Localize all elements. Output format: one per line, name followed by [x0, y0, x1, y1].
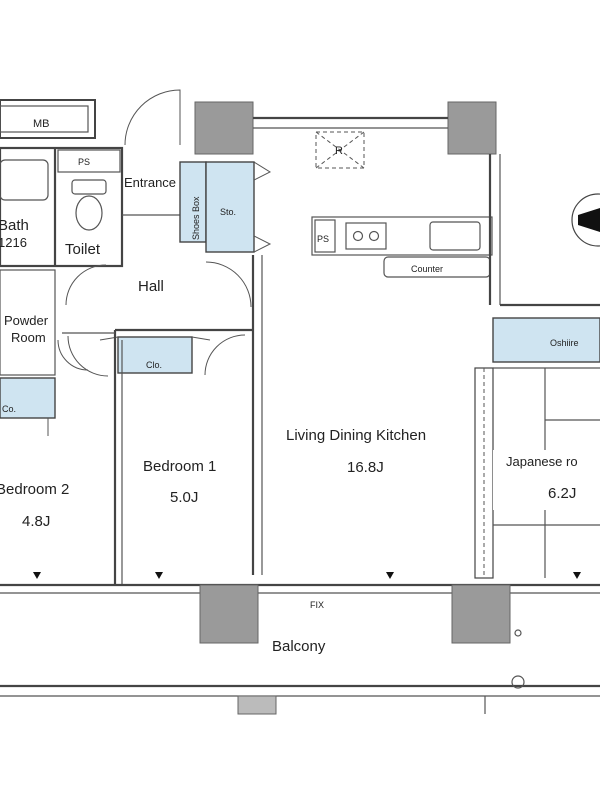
window-marker-3	[386, 572, 394, 579]
closet-bedroom1	[117, 336, 193, 374]
oshiire-label: Oshiire	[550, 338, 579, 348]
pillar-bottom-left	[199, 584, 259, 644]
drain-icon	[514, 629, 522, 637]
burner-left	[352, 230, 364, 242]
ps-kitchen-label: PS	[317, 234, 329, 244]
bath-label: Bath	[0, 217, 29, 234]
toilet-icon	[75, 195, 103, 231]
toilet-door	[65, 264, 107, 306]
storage	[205, 161, 255, 253]
entrance-label: Entrance	[124, 175, 176, 190]
bedroom2-size: 4.8J	[22, 513, 50, 530]
toilet-tank	[71, 179, 107, 195]
sink-icon	[429, 221, 481, 251]
powder-label-1: Powder	[4, 313, 49, 328]
oshiire	[492, 317, 600, 363]
entrance-door	[124, 89, 181, 146]
bedroom2-label: Bedroom 2	[0, 481, 69, 498]
ps-kitchen-box	[314, 219, 336, 253]
refrigerator-diag-2	[315, 131, 365, 169]
refrigerator-space	[315, 131, 365, 169]
hall-label: Hall	[138, 278, 164, 295]
pillar-top-left	[194, 101, 254, 155]
kitchen-counter	[311, 216, 493, 256]
closet-bedroom1-label: Clo.	[146, 360, 162, 370]
powder-label-2: Room	[11, 330, 46, 345]
storage-door-bottom	[253, 235, 272, 253]
ldk-door	[205, 261, 252, 308]
window-marker-1	[33, 572, 41, 579]
balcony-label: Balcony	[272, 638, 326, 655]
ldk-size: 16.8J	[347, 459, 384, 476]
closet-bedroom2	[0, 377, 56, 419]
japanese-room-label: Japanese ro	[506, 454, 578, 469]
japanese-room-size: 6.2J	[548, 485, 576, 502]
north-arrow-ring	[571, 193, 600, 247]
stove-icon	[345, 222, 387, 250]
bedroom1-label: Bedroom 1	[143, 458, 216, 475]
shoes-box-label: Shoes Box	[191, 196, 201, 240]
pillar-top-right	[447, 101, 497, 155]
bathtub-icon	[0, 159, 49, 201]
ldk-label: Living Dining Kitchen	[286, 427, 426, 444]
fix-label: FIX	[310, 600, 324, 610]
burner-right	[368, 230, 380, 242]
bedroom1-door	[204, 334, 246, 376]
storage-door-top	[253, 161, 272, 181]
bedroom2-door	[67, 335, 109, 377]
north-arrow-icon	[578, 208, 600, 232]
bedroom1-size: 5.0J	[170, 489, 198, 506]
ps-top-label: PS	[78, 157, 90, 167]
bath-size: 1216	[0, 235, 27, 250]
balcony-drain-icon	[511, 675, 525, 689]
mb-label: MB	[33, 118, 50, 130]
balcony-outdoor-unit	[237, 695, 277, 715]
bath-toilet-block	[0, 146, 124, 268]
japanese-label-bg	[493, 450, 600, 510]
r-label: R	[335, 145, 343, 157]
powder-door	[57, 339, 89, 371]
ps-box-top	[57, 149, 121, 173]
window-marker-2	[155, 572, 163, 579]
counter-label: Counter	[411, 264, 443, 274]
pillar-bottom-right	[451, 584, 511, 644]
mb-inner	[0, 105, 89, 133]
storage-label: Sto.	[220, 207, 236, 217]
toilet-label: Toilet	[65, 241, 101, 258]
powder-room	[0, 269, 56, 376]
closet-bedroom2-label: Co.	[2, 404, 16, 414]
window-marker-4	[573, 572, 581, 579]
